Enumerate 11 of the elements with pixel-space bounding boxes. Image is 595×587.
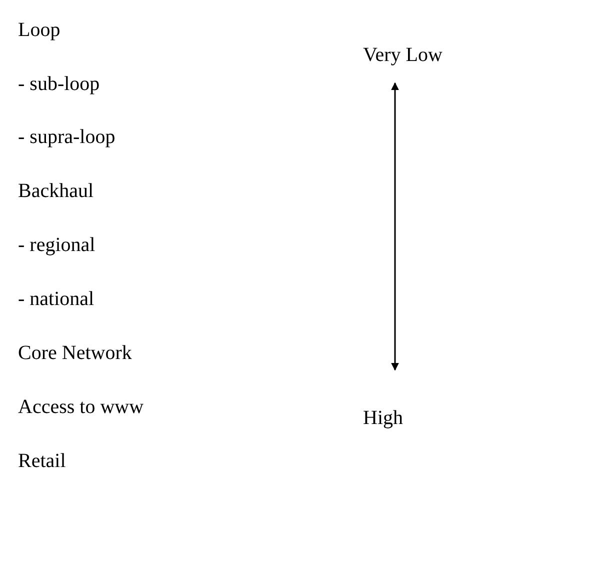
label-text: - supra-loop [18,125,116,149]
label-text: - regional [18,233,96,257]
label-text: - national [18,287,94,311]
label-text: - sub-loop [18,72,100,96]
label-text: Core Network [18,341,132,365]
label-text: Backhaul [18,179,94,203]
label-text: Retail [18,449,66,473]
label-text: Very Low [363,43,442,67]
label-text: Loop [18,18,60,42]
label-text: Access to www [18,395,144,419]
label-text: High [363,406,403,430]
